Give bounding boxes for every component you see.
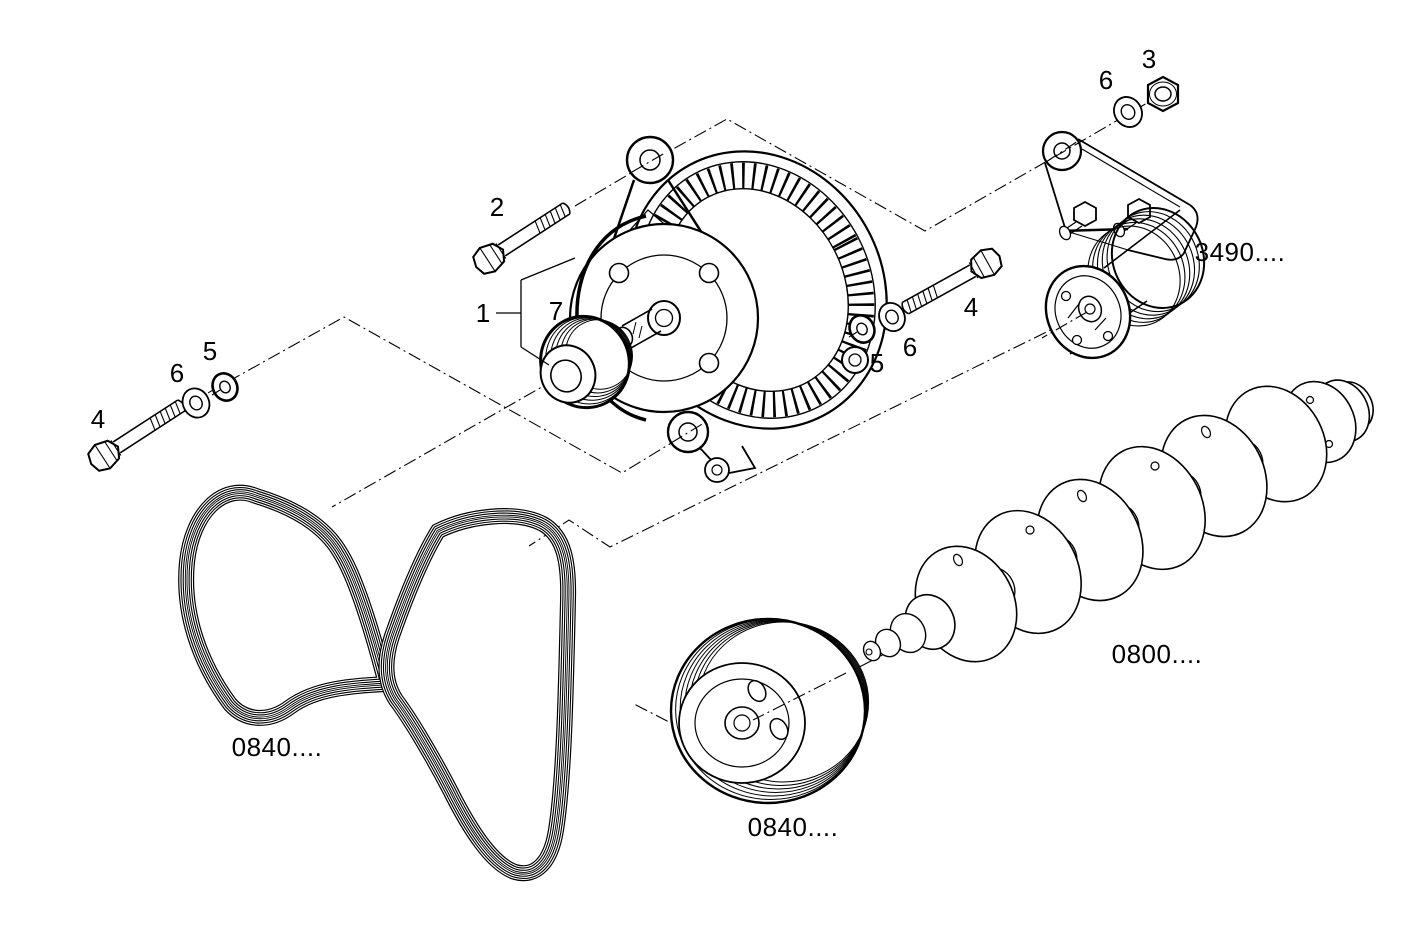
callout-spring-washer-right: 5 [870, 348, 884, 378]
callout-bolt-right: 4 [964, 292, 978, 322]
part-code-crankshaft: 0800.... [1112, 639, 1203, 669]
rotor-shaft [621, 308, 662, 349]
washer-5-left [211, 372, 239, 402]
washer-5-right [848, 314, 876, 344]
callout-washer-right: 6 [903, 332, 917, 362]
part-code-crank-pulley: 0840.... [748, 812, 839, 842]
alternator [568, 135, 888, 483]
washer-6-left [181, 387, 211, 419]
callout-bolt-left: 4 [91, 404, 105, 434]
callout-bolt-top: 2 [490, 192, 504, 222]
crankshaft [862, 379, 1374, 663]
callout-washer-left: 6 [170, 358, 184, 388]
callout-spring-washer-left: 5 [203, 336, 217, 366]
callout-bracket [496, 257, 576, 366]
nut-3 [1146, 75, 1180, 113]
washer-6-right [878, 301, 906, 333]
washer-6-top [1113, 96, 1143, 128]
lower-mount-ear [666, 410, 710, 454]
crank-pulley [669, 617, 870, 805]
rear-lug [841, 346, 869, 374]
callout-nut: 3 [1142, 44, 1156, 74]
callout-alternator: 1 [476, 298, 490, 328]
callout-pulley: 7 [549, 296, 563, 326]
callout-washer-top: 6 [1099, 65, 1113, 95]
alternator-pulley [539, 314, 633, 410]
bracket-arm-hole [1041, 130, 1083, 172]
tensioner-bolt-head [1073, 200, 1097, 228]
part-code-belt: 0840.... [232, 732, 323, 762]
tensioner-assembly [1041, 130, 1206, 360]
top-mount-ear [625, 135, 675, 185]
part-code-tensioner: 3490.... [1195, 237, 1286, 267]
